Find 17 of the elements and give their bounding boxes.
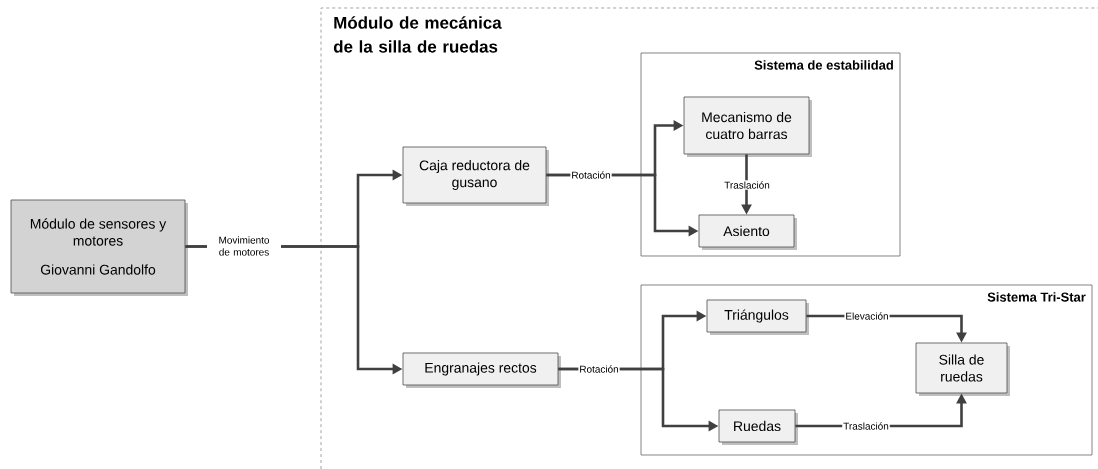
process-box: Asiento (698, 214, 797, 250)
group-title: Sistema Tri-Star (987, 292, 1086, 302)
edge-label: Traslación (842, 421, 890, 431)
process-box: Módulo de sensores y motores Giovanni Gandolfo (10, 199, 188, 296)
process-box: Ruedas (718, 409, 798, 445)
process-box: Silla de ruedas (915, 342, 1010, 396)
region-title: Módulo de mecánica de la silla de ruedas (333, 16, 502, 53)
edge-label: Elevación (844, 311, 890, 321)
edge-label: Rotación (578, 364, 620, 374)
process-box: Mecanismo de cuatro barras (683, 96, 812, 157)
process-box: Triángulos (706, 299, 809, 335)
edge-label: Traslación (723, 180, 771, 190)
process-box: Caja reductora de gusano (402, 146, 549, 206)
group-title: Sistema de estabilidad (754, 60, 893, 70)
edge-label: Rotación (570, 170, 612, 180)
edge-label: Movimiento de motores (207, 235, 281, 257)
process-box: Engranajes rectos (402, 352, 561, 388)
